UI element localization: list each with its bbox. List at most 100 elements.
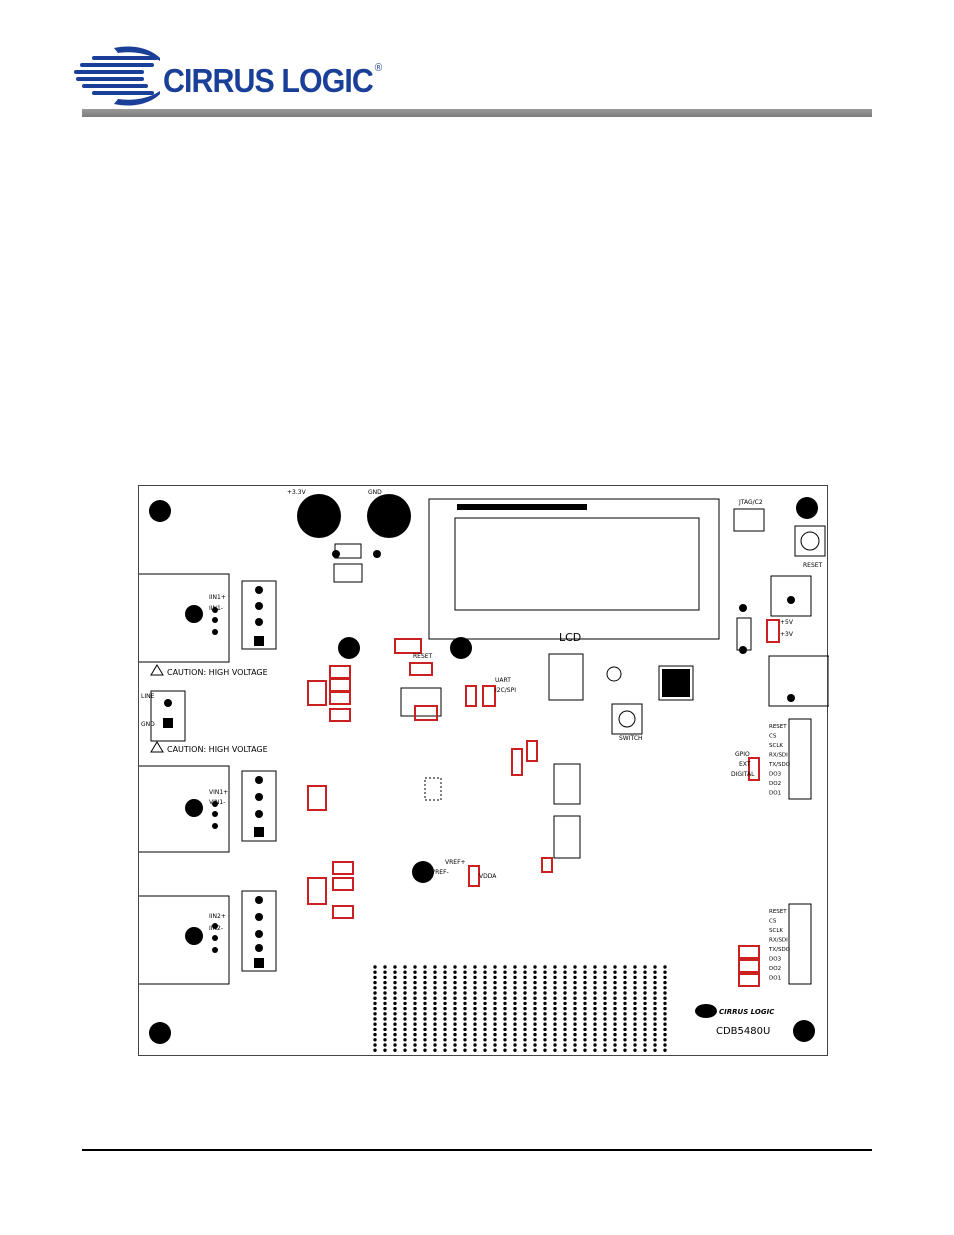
proto-hole [613,1032,617,1037]
caution-text-2: CAUTION: HIGH VOLTAGE [167,745,268,754]
mounting-hole-mh1 [149,500,171,522]
proto-hole [403,970,407,974]
jumper-highlight [329,665,351,679]
proto-hole [603,1022,607,1026]
proto-hole [573,1022,577,1026]
proto-hole [393,970,397,974]
proto-hole [503,1043,507,1047]
proto-hole [633,975,637,980]
proto-hole [663,986,667,990]
proto-hole [613,1001,617,1006]
proto-hole [613,975,617,980]
proto-hole [643,1022,647,1026]
proto-hole [593,1038,597,1042]
proto-hole [553,1027,557,1032]
proto-hole [593,986,597,990]
logo-swirl-icon [74,46,160,106]
proto-hole [453,970,457,974]
proto-hole [553,991,557,995]
proto-hole [383,1032,387,1037]
proto-hole [383,975,387,980]
proto-hole [623,1022,627,1026]
proto-hole [463,975,467,980]
proto-hole [503,1048,507,1052]
proto-hole [543,1038,547,1042]
proto-hole [473,986,477,990]
proto-hole [373,1006,377,1011]
proto-hole [393,980,397,985]
proto-hole [523,991,527,995]
proto-hole [513,986,517,990]
proto-hole [653,986,657,990]
proto-hole [613,1048,617,1052]
proto-hole [603,1048,607,1052]
proto-hole [603,1017,607,1021]
proto-hole [583,996,587,1000]
proto-hole [373,1001,377,1006]
label-gnd: GND [368,489,382,496]
connector-j31 [139,765,230,853]
proto-hole [403,1043,407,1047]
proto-hole [603,1038,607,1042]
proto-hole [433,1027,437,1032]
proto-hole [403,1027,407,1032]
lcd-label: LCD [559,631,581,644]
proto-hole [463,1038,467,1042]
proto-hole [563,1043,567,1047]
proto-hole [463,1048,467,1052]
proto-hole [413,1017,417,1021]
proto-hole [563,975,567,980]
proto-hole [623,1038,627,1042]
proto-hole [643,1038,647,1042]
proto-hole [663,1017,667,1021]
proto-hole [583,970,587,974]
header-pin-label: DO2 [769,781,781,787]
jumper-highlight [307,680,327,706]
proto-hole [383,1038,387,1042]
pcb-silkscreen-figure: +3.3V GND JTAG/C2 RESET RESET UART I2C/S… [138,485,829,1056]
proto-hole [663,996,667,1000]
proto-hole [493,1032,497,1037]
proto-hole [553,1017,557,1021]
proto-hole [623,1027,627,1032]
proto-hole [653,1043,657,1047]
proto-hole [443,965,447,969]
proto-hole [473,1017,477,1021]
proto-hole [503,980,507,985]
proto-hole [543,975,547,980]
proto-hole [643,1027,647,1032]
proto-hole [583,1032,587,1037]
label-gpio: GPIO [735,751,750,758]
mounting-hole-mh7 [450,637,472,659]
proto-hole [443,1038,447,1042]
proto-hole [653,965,657,969]
ic-u6 [658,665,694,701]
jumper-highlight [738,973,760,987]
proto-hole [383,986,387,990]
proto-hole [643,991,647,995]
proto-hole [443,1012,447,1016]
proto-hole [503,975,507,980]
proto-hole [503,1027,507,1032]
proto-hole [373,1012,377,1016]
proto-hole [503,965,507,969]
jumper-highlight [332,905,354,919]
jumper-highlight [307,785,327,811]
proto-hole [543,1006,547,1011]
cirrus-logic-logo: CIRRUS LOGIC® [74,44,382,108]
proto-hole [593,975,597,980]
mounting-hole-mh3 [796,497,818,519]
proto-hole [523,1038,527,1042]
proto-hole [613,1017,617,1021]
proto-hole [403,1006,407,1011]
proto-hole [573,991,577,995]
proto-hole [643,996,647,1000]
proto-hole [383,1012,387,1016]
proto-hole [463,991,467,995]
pad-3v3 [297,494,341,538]
proto-hole [473,975,477,980]
proto-hole [503,1001,507,1006]
proto-hole [383,1048,387,1052]
proto-hole [513,1038,517,1042]
proto-hole [653,996,657,1000]
